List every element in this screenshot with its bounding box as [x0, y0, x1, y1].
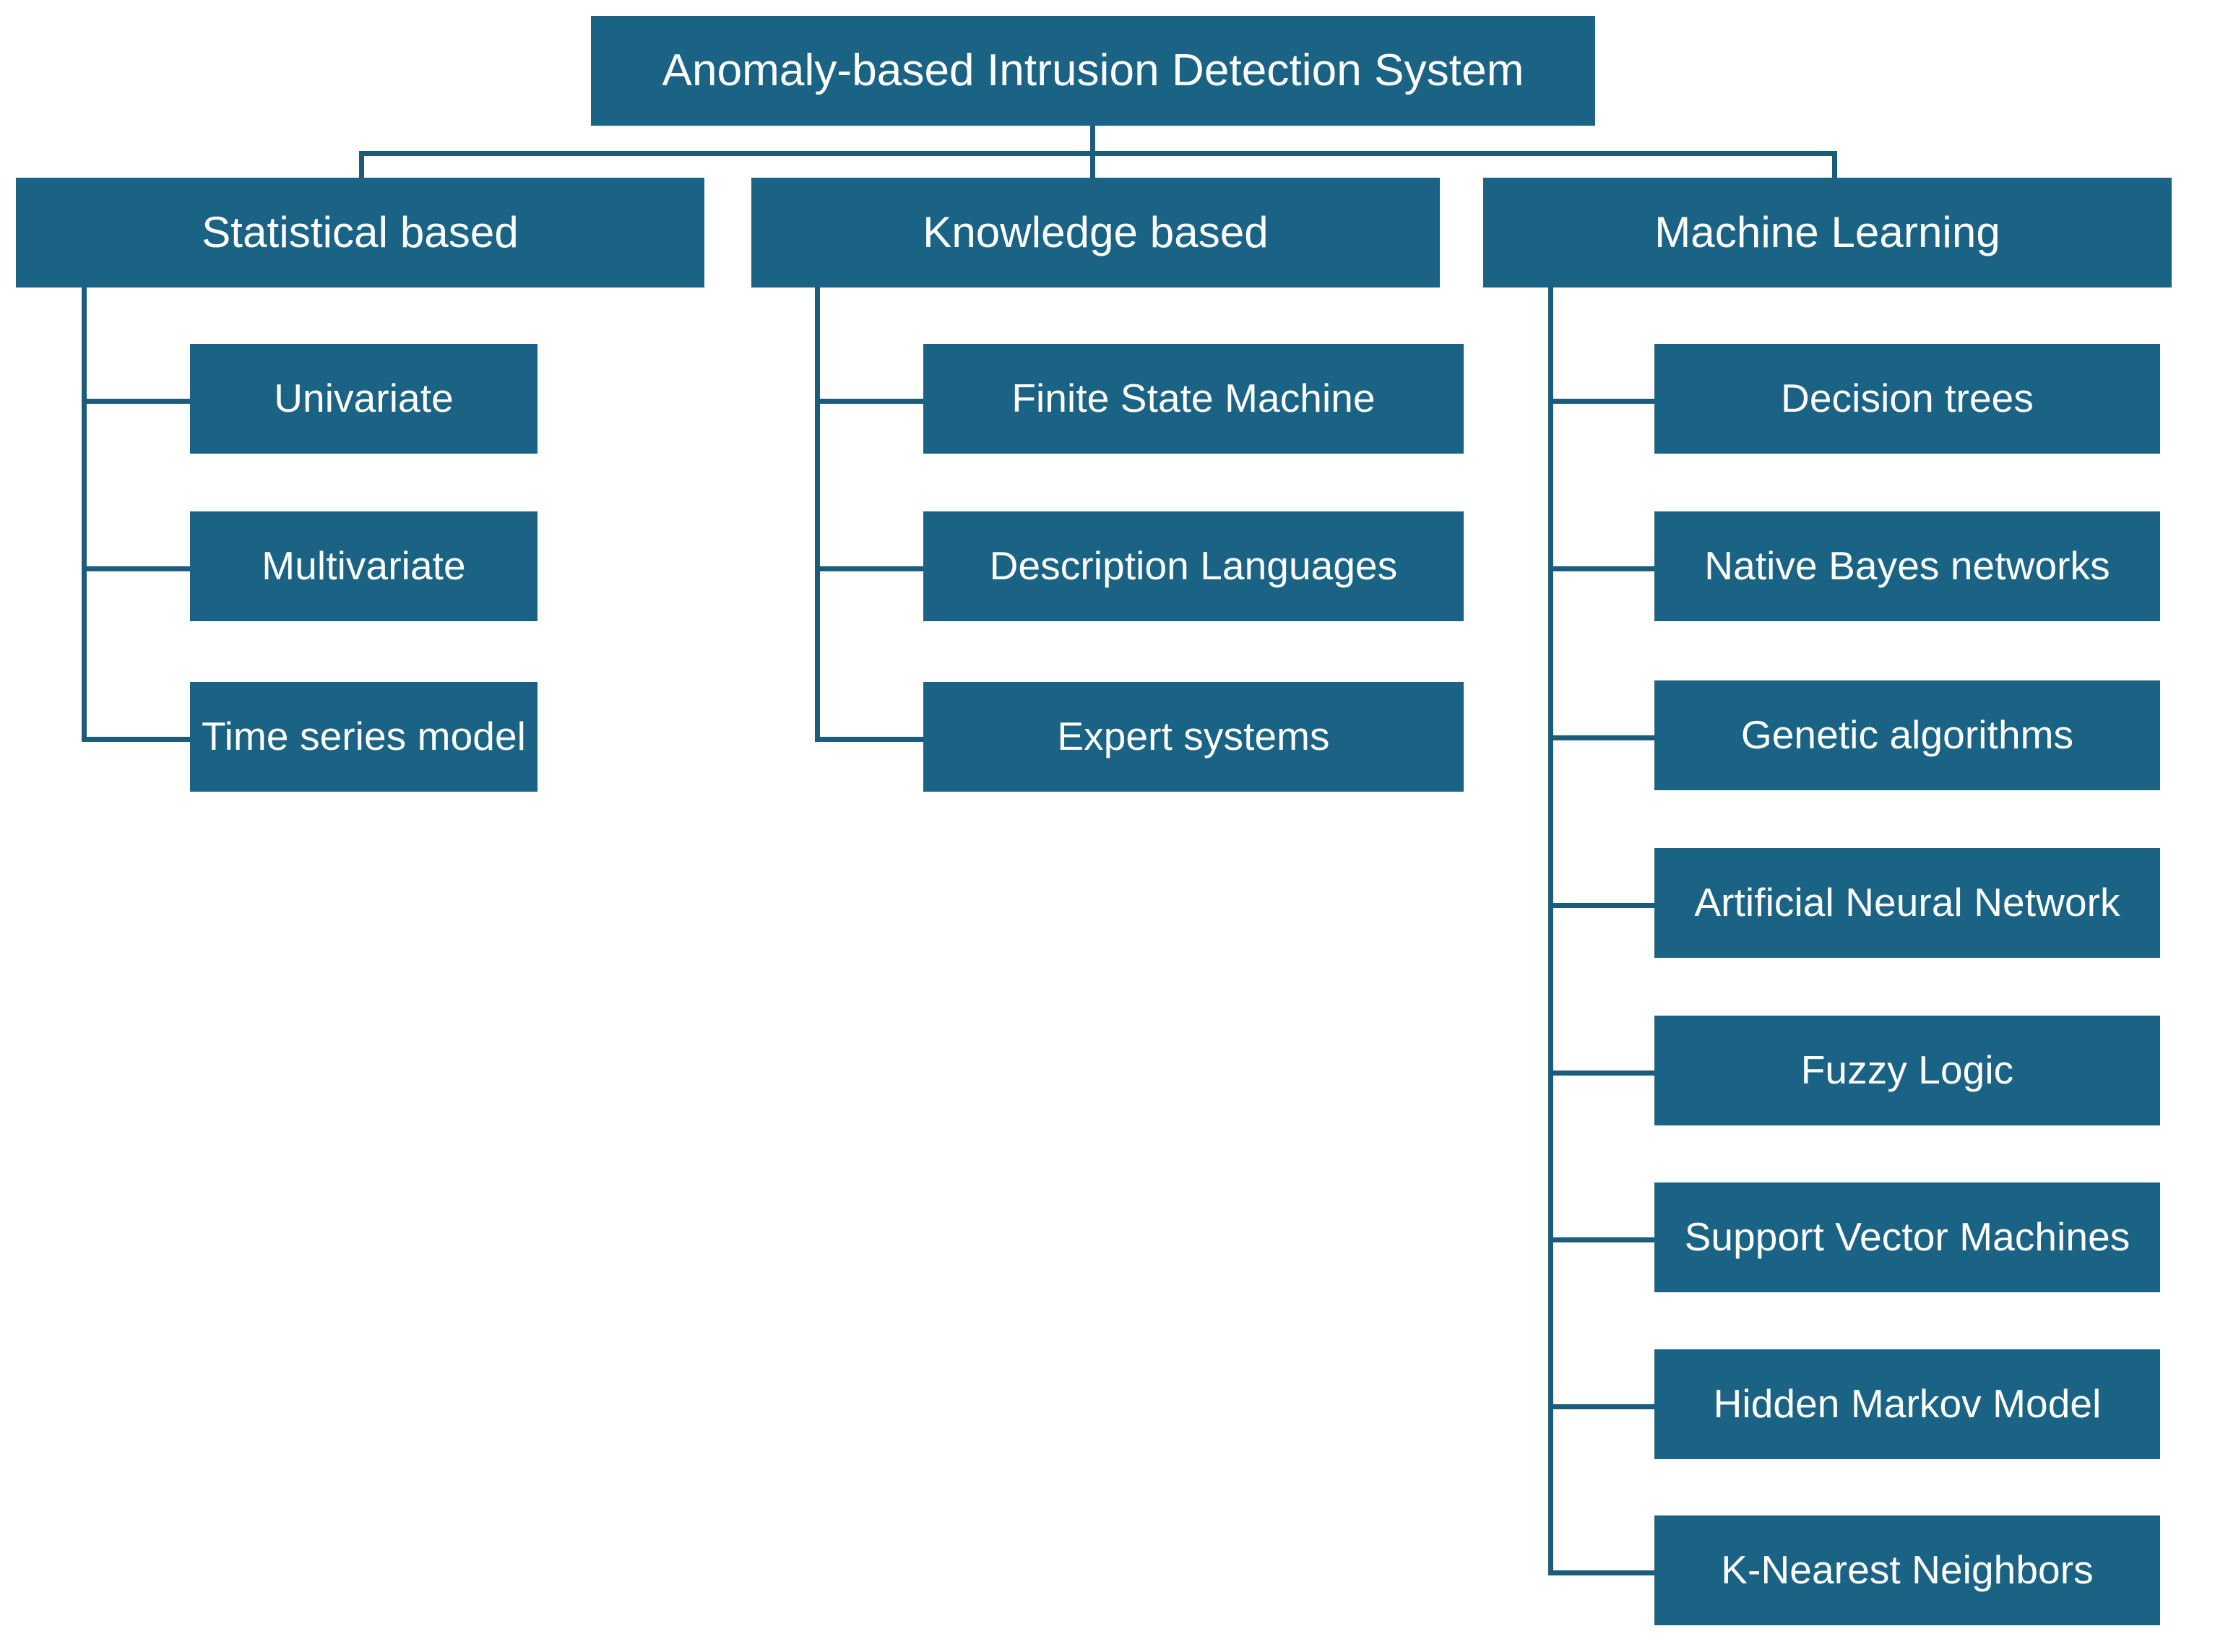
connector-ml-to-genetic-algorithms [1548, 735, 1658, 740]
node-native-bayes-networks-label: Native Bayes networks [1704, 543, 2110, 589]
node-multivariate[interactable]: Multivariate [190, 511, 537, 621]
connector-statistical-to-univariate [82, 399, 191, 404]
node-decision-trees[interactable]: Decision trees [1654, 344, 2160, 454]
node-statistical-based-label: Statistical based [202, 208, 519, 257]
node-machine-learning[interactable]: Machine Learning [1483, 178, 2172, 287]
node-native-bayes-networks[interactable]: Native Bayes networks [1654, 511, 2160, 621]
node-root-label: Anomaly-based Intrusion Detection System [662, 46, 1524, 96]
node-root[interactable]: Anomaly-based Intrusion Detection System [591, 16, 1595, 126]
connector-ml-to-ann [1548, 903, 1658, 908]
node-fuzzy-logic[interactable]: Fuzzy Logic [1654, 1016, 2160, 1125]
node-finite-state-machine[interactable]: Finite State Machine [923, 344, 1464, 454]
connector-drop-statistical [359, 151, 364, 179]
connector-ml-to-native-bayes [1548, 566, 1658, 571]
node-artificial-neural-network[interactable]: Artificial Neural Network [1654, 848, 2160, 958]
connector-ml-spine [1548, 287, 1553, 1570]
node-support-vector-machines[interactable]: Support Vector Machines [1654, 1182, 2160, 1292]
connector-root-stem [1090, 126, 1095, 156]
connector-drop-knowledge [1090, 151, 1095, 179]
connector-knowledge-spine [815, 287, 820, 742]
node-genetic-algorithms[interactable]: Genetic algorithms [1654, 680, 2160, 790]
node-multivariate-label: Multivariate [262, 543, 466, 589]
connector-drop-machinelearning [1832, 151, 1837, 179]
node-statistical-based[interactable]: Statistical based [16, 178, 704, 287]
node-genetic-algorithms-label: Genetic algorithms [1740, 712, 2074, 758]
node-univariate-label: Univariate [274, 376, 454, 421]
connector-knowledge-to-expert-systems [815, 737, 925, 742]
connector-statistical-to-timeseries [82, 737, 191, 742]
node-hidden-markov-model-label: Hidden Markov Model [1713, 1381, 2102, 1427]
node-artificial-neural-network-label: Artificial Neural Network [1694, 880, 2120, 925]
connector-ml-to-knn [1548, 1570, 1658, 1575]
node-time-series-model[interactable]: Time series model [190, 682, 537, 792]
node-description-languages-label: Description Languages [989, 543, 1398, 589]
connector-statistical-spine [82, 287, 87, 742]
node-description-languages[interactable]: Description Languages [923, 511, 1464, 621]
node-decision-trees-label: Decision trees [1781, 376, 2034, 421]
connector-root-bus [359, 151, 1837, 156]
node-knowledge-based[interactable]: Knowledge based [751, 178, 1440, 287]
connector-knowledge-to-description-languages [815, 566, 925, 571]
node-expert-systems[interactable]: Expert systems [923, 682, 1464, 792]
node-finite-state-machine-label: Finite State Machine [1011, 376, 1376, 421]
node-univariate[interactable]: Univariate [190, 344, 537, 454]
node-fuzzy-logic-label: Fuzzy Logic [1800, 1047, 2014, 1093]
node-knowledge-based-label: Knowledge based [923, 208, 1269, 257]
connector-knowledge-to-fsm [815, 399, 925, 404]
node-hidden-markov-model[interactable]: Hidden Markov Model [1654, 1349, 2160, 1459]
connector-ml-to-svm [1548, 1237, 1658, 1242]
node-k-nearest-neighbors-label: K-Nearest Neighbors [1721, 1547, 2094, 1593]
connector-ml-to-fuzzy-logic [1548, 1071, 1658, 1076]
node-machine-learning-label: Machine Learning [1654, 208, 2000, 257]
node-expert-systems-label: Expert systems [1057, 714, 1330, 759]
node-time-series-model-label: Time series model [202, 714, 526, 759]
connector-statistical-to-multivariate [82, 566, 191, 571]
node-support-vector-machines-label: Support Vector Machines [1684, 1214, 2130, 1260]
connector-ml-to-hmm [1548, 1404, 1658, 1409]
connector-ml-to-decision-trees [1548, 399, 1658, 404]
node-k-nearest-neighbors[interactable]: K-Nearest Neighbors [1654, 1515, 2160, 1625]
